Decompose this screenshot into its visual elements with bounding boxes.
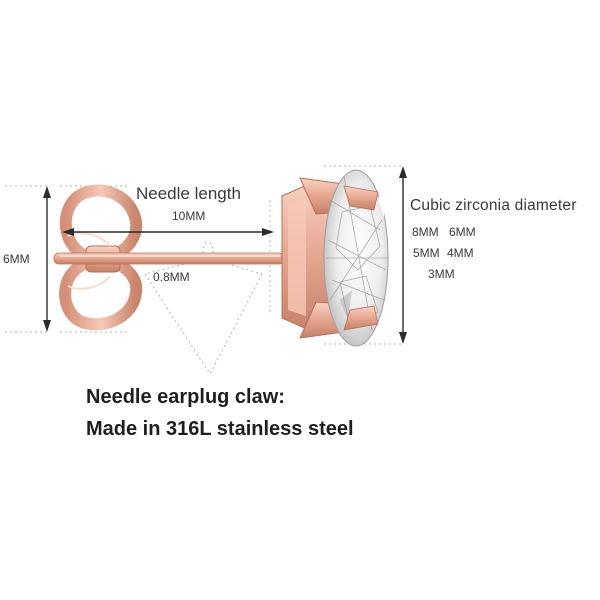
needle-thickness-value: 0.8MM [153, 270, 190, 284]
guide-callout-down-right [209, 273, 263, 375]
guide-callout-right [207, 257, 263, 275]
guide-callout-down-left [144, 273, 211, 375]
caption-line-2: Made in 316L stainless steel [86, 418, 354, 440]
arrow-up-icon [43, 186, 51, 198]
size-6mm: 6MM [449, 225, 476, 239]
size-3mm: 3MM [428, 267, 455, 281]
size-5mm: 5MM [413, 246, 440, 260]
size-4mm: 4MM [447, 246, 474, 260]
size-8mm: 8MM [412, 225, 439, 239]
arrow-right-icon [262, 228, 274, 236]
arrow-down-icon [43, 320, 51, 332]
caption-line-1: Needle earplug claw: [86, 386, 285, 408]
height-value: 6MM [3, 252, 30, 266]
arrow-up-icon-2 [399, 166, 407, 178]
needle-length-value: 10MM [172, 209, 206, 223]
cubic-zirconia-icon [323, 169, 389, 347]
arrow-down-icon-2 [399, 332, 407, 344]
arrow-left-icon [62, 228, 74, 236]
dimension-arrows [43, 166, 407, 344]
needle-length-label: Needle length [136, 184, 241, 203]
needle-post [53, 252, 285, 265]
diameter-title: Cubic zirconia diameter [410, 197, 577, 214]
